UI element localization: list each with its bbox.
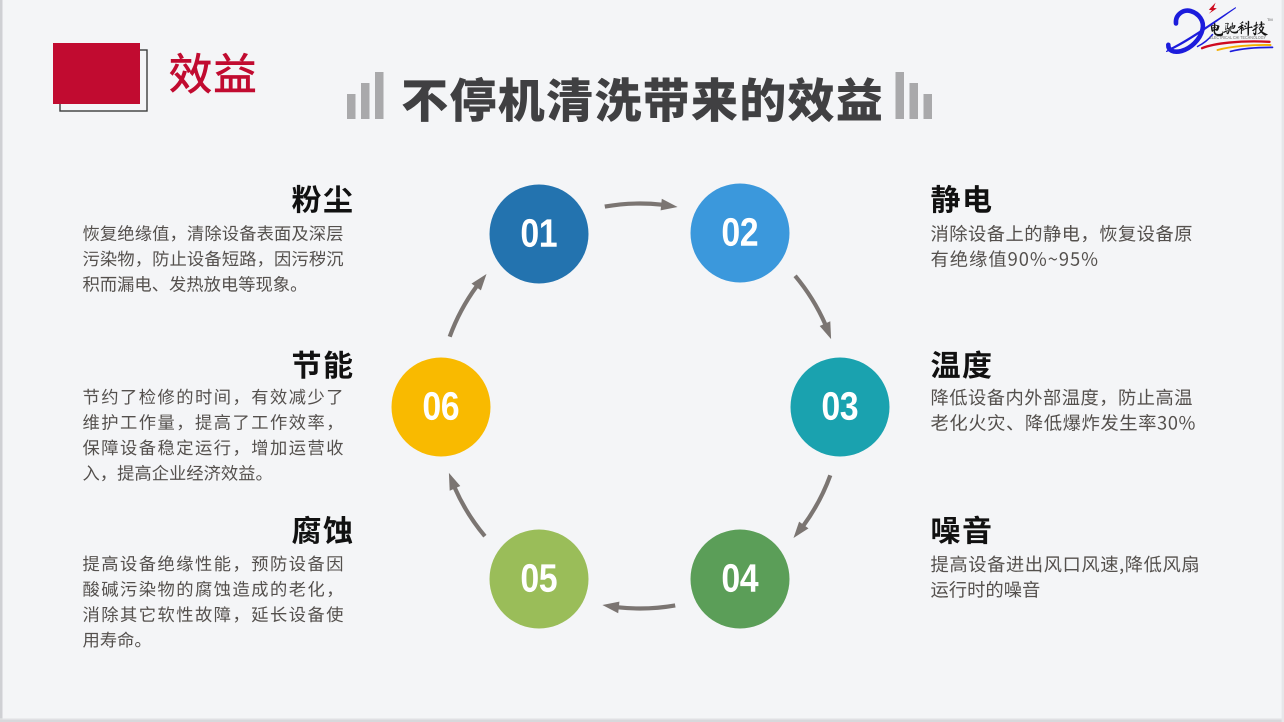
- svg-text:TM: TM: [1267, 17, 1273, 22]
- svg-text:ELECTRICAL CHI TECHNOLOGY: ELECTRICAL CHI TECHNOLOGY: [1210, 35, 1267, 40]
